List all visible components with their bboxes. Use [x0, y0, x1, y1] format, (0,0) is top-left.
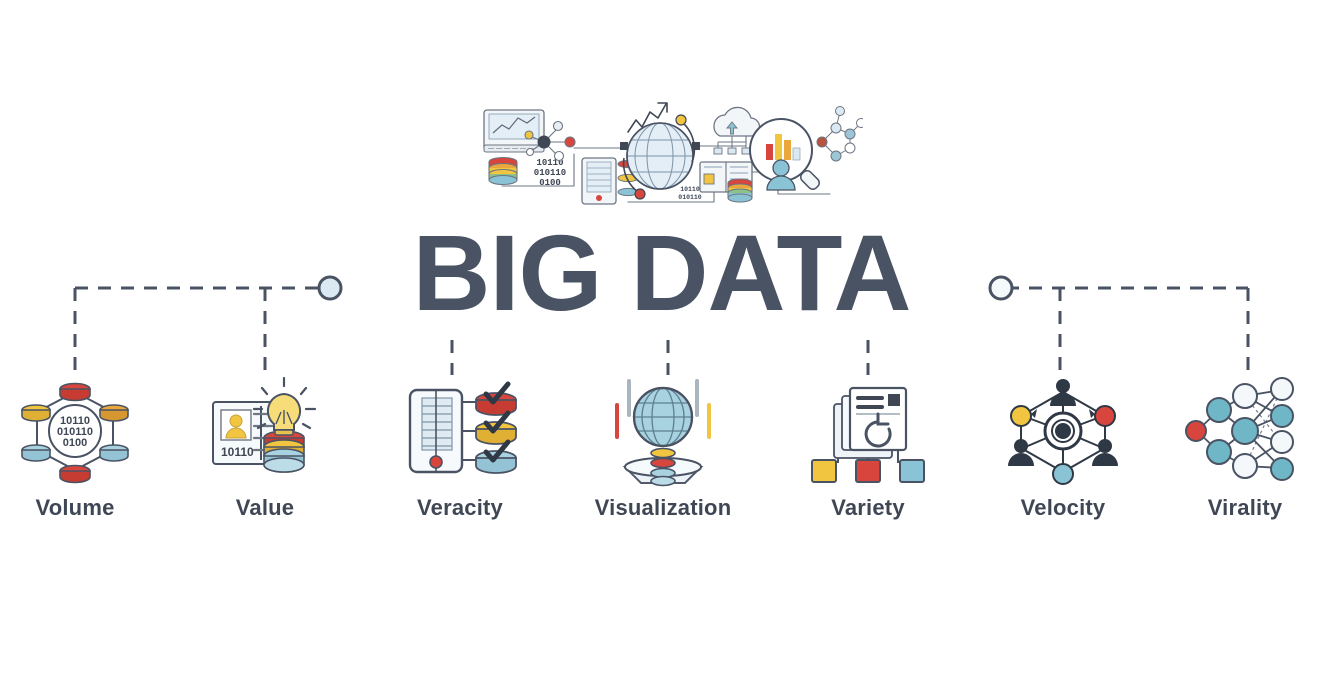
item-label-volume: Volume — [35, 495, 115, 520]
value-idcard-lightbulb-icon: 10110 — [205, 375, 325, 487]
item-label-variety: Variety — [831, 495, 905, 520]
page-title: BIG DATA — [412, 212, 912, 333]
virality-neural-tree-icon — [1185, 375, 1305, 487]
svg-text:10110: 10110 — [221, 445, 254, 459]
svg-text:0100: 0100 — [63, 437, 87, 449]
growth-arrow-icon — [627, 102, 668, 133]
big-data-concept-illustration: 10110 010110 0100 — [478, 98, 863, 216]
visualization-globe-hologram-icon — [603, 375, 723, 487]
svg-text:010110: 010110 — [678, 194, 702, 201]
item-label-virality: Virality — [1207, 495, 1283, 520]
database-stack-icon — [488, 156, 518, 186]
item-label-value: Value — [235, 495, 295, 520]
database-stack-right-icon — [727, 178, 753, 203]
velocity-network-users-icon — [1003, 375, 1123, 487]
svg-text:010110: 010110 — [57, 426, 93, 438]
svg-text:0100: 0100 — [539, 178, 561, 188]
item-label-visualization: Visualization — [594, 495, 732, 520]
item-velocity[interactable]: Velocity — [988, 375, 1138, 530]
svg-text:010110: 010110 — [534, 168, 566, 178]
veracity-server-checkmarks-icon — [400, 375, 520, 487]
svg-text:10110: 10110 — [536, 158, 563, 168]
page-title-wrapper: BIG DATA — [0, 218, 1323, 328]
item-volume[interactable]: 10110 010110 0100 Volume — [0, 375, 150, 530]
node-network-icon — [524, 120, 576, 162]
svg-text:10110: 10110 — [680, 186, 700, 193]
item-virality[interactable]: Virality — [1170, 375, 1320, 530]
binary-text-small: 10110 010110 — [678, 186, 702, 201]
globe-icon — [620, 114, 700, 200]
laptop-chart-icon — [483, 109, 545, 153]
binary-text: 10110 010110 0100 — [534, 158, 566, 188]
server-rack-icon — [581, 157, 617, 205]
item-label-velocity: Velocity — [1020, 495, 1106, 520]
molecule-network-icon — [816, 106, 863, 162]
item-label-veracity: Veracity — [416, 495, 503, 520]
item-visualization[interactable]: Visualization — [588, 375, 738, 530]
volume-hexagon-database-icon: 10110 010110 0100 — [15, 375, 135, 487]
user-avatar-icon — [766, 159, 796, 191]
variety-documents-squares-icon — [808, 375, 928, 487]
item-value[interactable]: 10110 — [190, 375, 340, 530]
svg-text:10110: 10110 — [60, 415, 90, 427]
item-veracity[interactable]: Veracity — [385, 375, 535, 530]
item-variety[interactable]: Variety — [793, 375, 943, 530]
